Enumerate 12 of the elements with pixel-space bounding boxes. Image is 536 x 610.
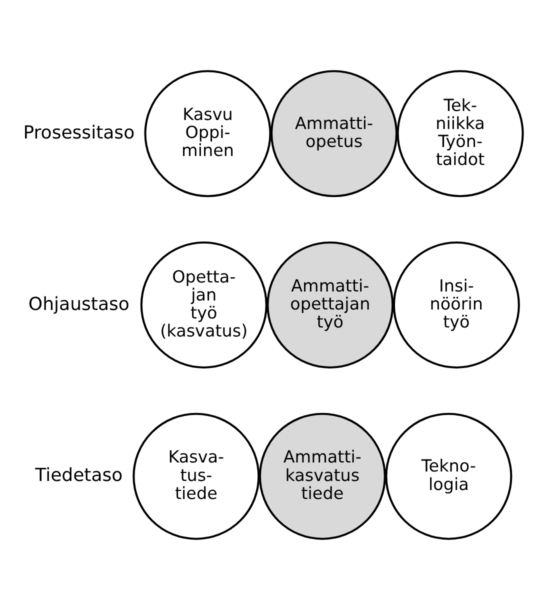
node-circle: Ammatti- opettajan työ	[266, 241, 394, 369]
label: Ohjaustaso	[28, 294, 130, 315]
node-circle: Insi- nöörin työ	[392, 241, 520, 369]
label: Tiedetaso	[35, 465, 123, 486]
node-circle: Tekno- logia	[385, 412, 512, 540]
node-circle: Ammatti- kasvatus tiede	[258, 412, 386, 540]
node-circle: Kasvu Oppi- minen	[144, 70, 272, 198]
label: Prosessitaso	[23, 122, 135, 144]
node-circle: Ammatti- opetus	[270, 70, 398, 198]
node-circle: Kasva- tus- tiede	[132, 412, 260, 540]
node-circle: Opetta- jan työ (kasvatus)	[140, 241, 268, 369]
node-circle: Tek- niikka Työn- taidot	[396, 70, 524, 198]
